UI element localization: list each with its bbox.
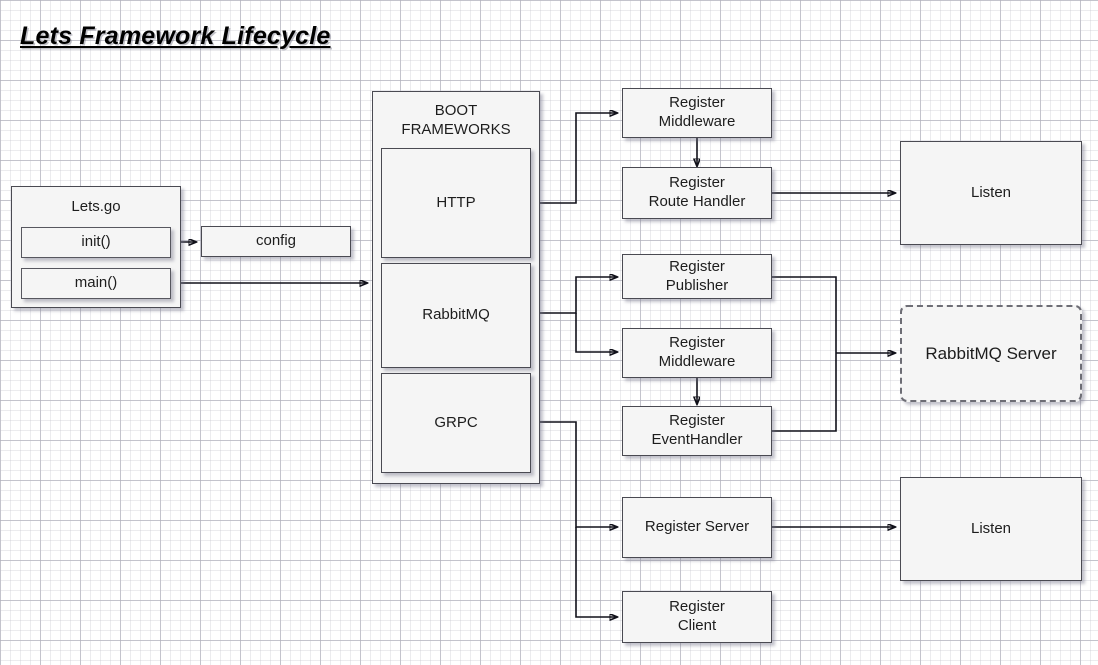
register-client[interactable]: Register Client <box>622 591 772 643</box>
edge-rabbitmq-to-register-middleware <box>575 313 617 352</box>
edge-grpc-to-register-server <box>532 421 617 527</box>
register-server[interactable]: Register Server <box>622 497 772 558</box>
edge-publisher-to-bus <box>772 276 837 353</box>
edge-eventhandler-to-bus <box>772 353 837 432</box>
rabbitmq-server-box[interactable]: RabbitMQ Server <box>900 305 1082 402</box>
framework-rabbitmq[interactable]: RabbitMQ <box>381 263 531 368</box>
config-box[interactable]: config <box>201 226 351 257</box>
edge-grpc-to-register-client <box>575 527 617 617</box>
edge-http-to-register-middleware <box>532 113 617 204</box>
boot-frameworks-title: BOOT FRAMEWORKS <box>401 102 511 138</box>
framework-http[interactable]: HTTP <box>381 148 531 258</box>
register-middleware-rabbitmq[interactable]: Register Middleware <box>622 328 772 378</box>
register-publisher[interactable]: Register Publisher <box>622 254 772 299</box>
page-title: Lets Framework Lifecycle <box>20 22 331 50</box>
framework-grpc[interactable]: GRPC <box>381 373 531 473</box>
register-eventhandler[interactable]: Register EventHandler <box>622 406 772 456</box>
init-box[interactable]: init() <box>21 227 171 258</box>
main-box[interactable]: main() <box>21 268 171 299</box>
edge-rabbitmq-to-register-publisher <box>532 277 617 314</box>
grpc-listen-box[interactable]: Listen <box>900 477 1082 581</box>
http-listen-box[interactable]: Listen <box>900 141 1082 245</box>
lets-go-title: Lets.go <box>71 198 121 215</box>
register-route-handler[interactable]: Register Route Handler <box>622 167 772 219</box>
register-middleware-http[interactable]: Register Middleware <box>622 88 772 138</box>
